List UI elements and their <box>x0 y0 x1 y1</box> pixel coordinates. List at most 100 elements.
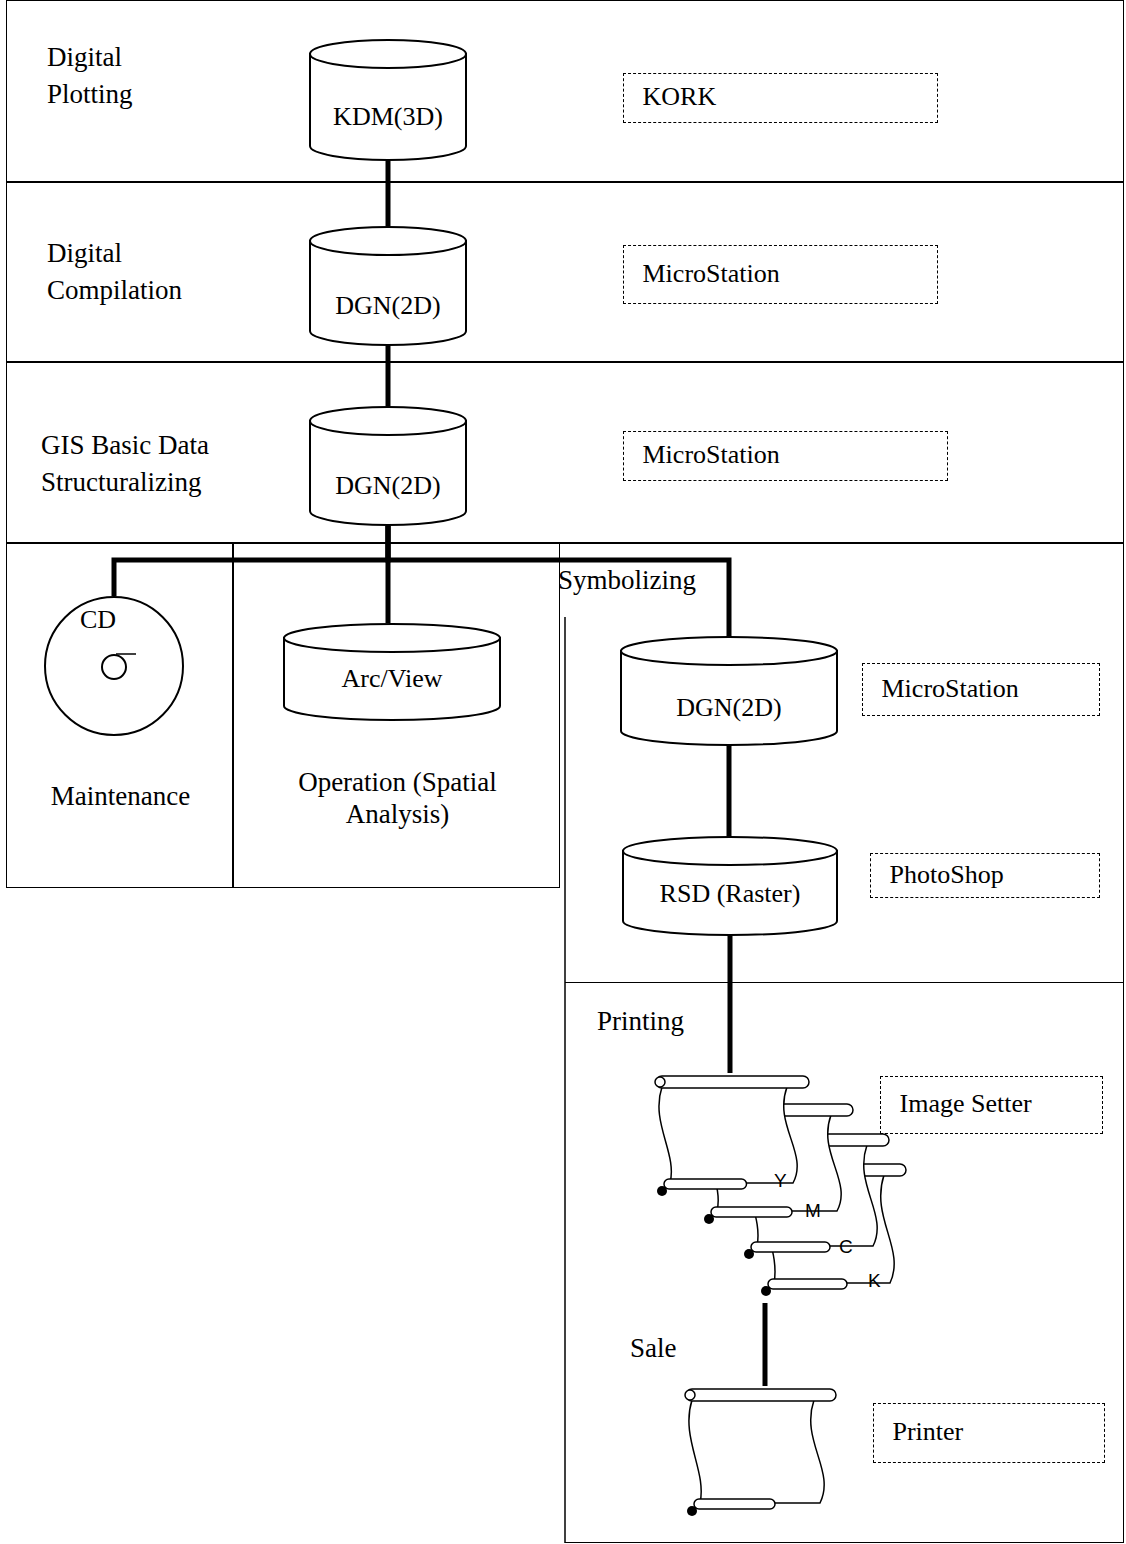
software-box: PhotoShop <box>870 853 1100 898</box>
stage-label: Sale <box>630 1332 677 1366</box>
connector-line <box>727 746 732 836</box>
data-cylinder: DGN(2D) <box>309 226 467 346</box>
sheet-roll <box>711 1207 792 1217</box>
node-label: MicroStation <box>643 439 780 472</box>
node-label: Digital Plotting <box>47 39 167 113</box>
node-label: DGN(2D) <box>335 470 440 503</box>
node-label: Printing <box>597 1005 684 1039</box>
connector-line <box>728 936 733 1073</box>
data-cylinder: DGN(2D) <box>620 636 838 746</box>
disc-mark <box>116 653 136 655</box>
node-label: MicroStation <box>882 673 1019 706</box>
node-label: KDM(3D) <box>333 101 443 134</box>
node-label: CD <box>80 604 116 637</box>
stage-panel: Operation (Spatial Analysis) Arc/View <box>233 543 560 888</box>
cylinder-outline <box>620 636 838 746</box>
sheet-body <box>689 1400 824 1503</box>
sheet-roll <box>743 1134 889 1146</box>
software-box: MicroStation <box>623 245 938 304</box>
sheet-body <box>746 1145 877 1246</box>
sheet-body <box>659 1087 797 1183</box>
color-letter: C <box>839 1235 853 1259</box>
node-label: DGN(2D) <box>335 290 440 323</box>
node-label: Maintenance <box>51 780 190 814</box>
node-label: Printer <box>893 1416 964 1449</box>
sheet-roll <box>656 1076 809 1088</box>
cylinder-top <box>623 837 837 865</box>
node-label: Digital Compilation <box>47 235 227 309</box>
cylinder-outline <box>309 226 467 346</box>
software-box: KORK <box>623 73 938 123</box>
node-label: Operation (Spatial Analysis) <box>248 766 548 830</box>
sheet-curl <box>685 1390 695 1400</box>
sheet-curl <box>759 1165 769 1175</box>
color-letter: Y <box>774 1169 787 1193</box>
software-box: Image Setter <box>880 1076 1103 1134</box>
color-letter: K <box>868 1269 881 1293</box>
cylinder-top <box>310 227 466 255</box>
software-box: MicroStation <box>623 431 948 481</box>
stage-panel: Maintenance CD <box>6 543 233 888</box>
sheet-curl <box>704 1214 714 1224</box>
sheet-roll <box>694 1499 775 1509</box>
node-label: Symbolizing <box>558 564 696 598</box>
node-label: RSD (Raster) <box>660 878 801 911</box>
print-sheet: Sale <box>678 1386 840 1523</box>
cylinder-top <box>310 407 466 435</box>
stage-band: Digital PlottingKDM(3D) KORK <box>6 0 1124 182</box>
stage-band: Digital CompilationDGN(2D) MicroStation <box>6 182 1124 362</box>
connector-line <box>763 1303 768 1386</box>
connector-line <box>386 346 391 406</box>
film-sheet: Y <box>648 1073 813 1203</box>
connector-line <box>114 526 388 596</box>
sheet-roll <box>768 1279 847 1289</box>
sheet-outline <box>648 1073 813 1203</box>
software-box: MicroStation <box>862 663 1100 716</box>
node-label: GIS Basic Data Structuralizing <box>41 427 256 501</box>
data-cylinder: DGN(2D) <box>309 406 467 526</box>
sheet-outline <box>678 1386 840 1523</box>
sheet-curl <box>702 1105 712 1115</box>
node-label: KORK <box>643 81 717 114</box>
node-label: PhotoShop <box>890 859 1004 892</box>
cylinder-outline <box>309 406 467 526</box>
sheet-roll <box>751 1242 830 1252</box>
data-cylinder: RSD (Raster) <box>622 836 838 936</box>
cylinder-body <box>310 53 466 160</box>
sheet-body <box>706 1115 841 1211</box>
node-label: Arc/View <box>342 663 443 696</box>
connector-line <box>386 161 391 226</box>
sheet-curl <box>687 1506 697 1516</box>
color-letter: M <box>805 1199 821 1223</box>
disc-rim <box>45 597 183 735</box>
data-cylinder: KDM(3D) <box>309 39 467 161</box>
sheet-curl <box>761 1286 771 1296</box>
stage-panel: SymbolizingDGN(2D) MicroStationRSD (Raste… <box>560 543 1124 982</box>
sheet-roll <box>760 1164 906 1176</box>
cylinder-top <box>621 637 837 665</box>
sheet-curl <box>657 1186 667 1196</box>
cylinder-top <box>284 624 500 652</box>
sheet-body <box>763 1175 894 1283</box>
sheet-curl <box>742 1135 752 1145</box>
stage-band: GIS Basic Data StructuralizingDGN(2D) Mic… <box>6 362 1124 543</box>
sheet-curl <box>655 1077 665 1087</box>
sheet-roll <box>664 1179 747 1189</box>
node-label: Image Setter <box>900 1088 1032 1121</box>
sheet-roll <box>703 1104 853 1116</box>
sheet-roll <box>686 1389 836 1401</box>
node-label: DGN(2D) <box>676 692 781 725</box>
cd-disc: CD <box>44 596 184 736</box>
stage-panel: PrintingYMCKImage SetterSalePrinter <box>565 982 1124 1543</box>
node-label: MicroStation <box>643 258 780 291</box>
software-box: Printer <box>873 1403 1105 1463</box>
sheet-curl <box>744 1249 754 1259</box>
cylinder-outline <box>309 39 467 161</box>
disc-hole <box>102 655 126 679</box>
cylinder-top <box>310 40 466 68</box>
data-cylinder: Arc/View <box>283 623 501 721</box>
